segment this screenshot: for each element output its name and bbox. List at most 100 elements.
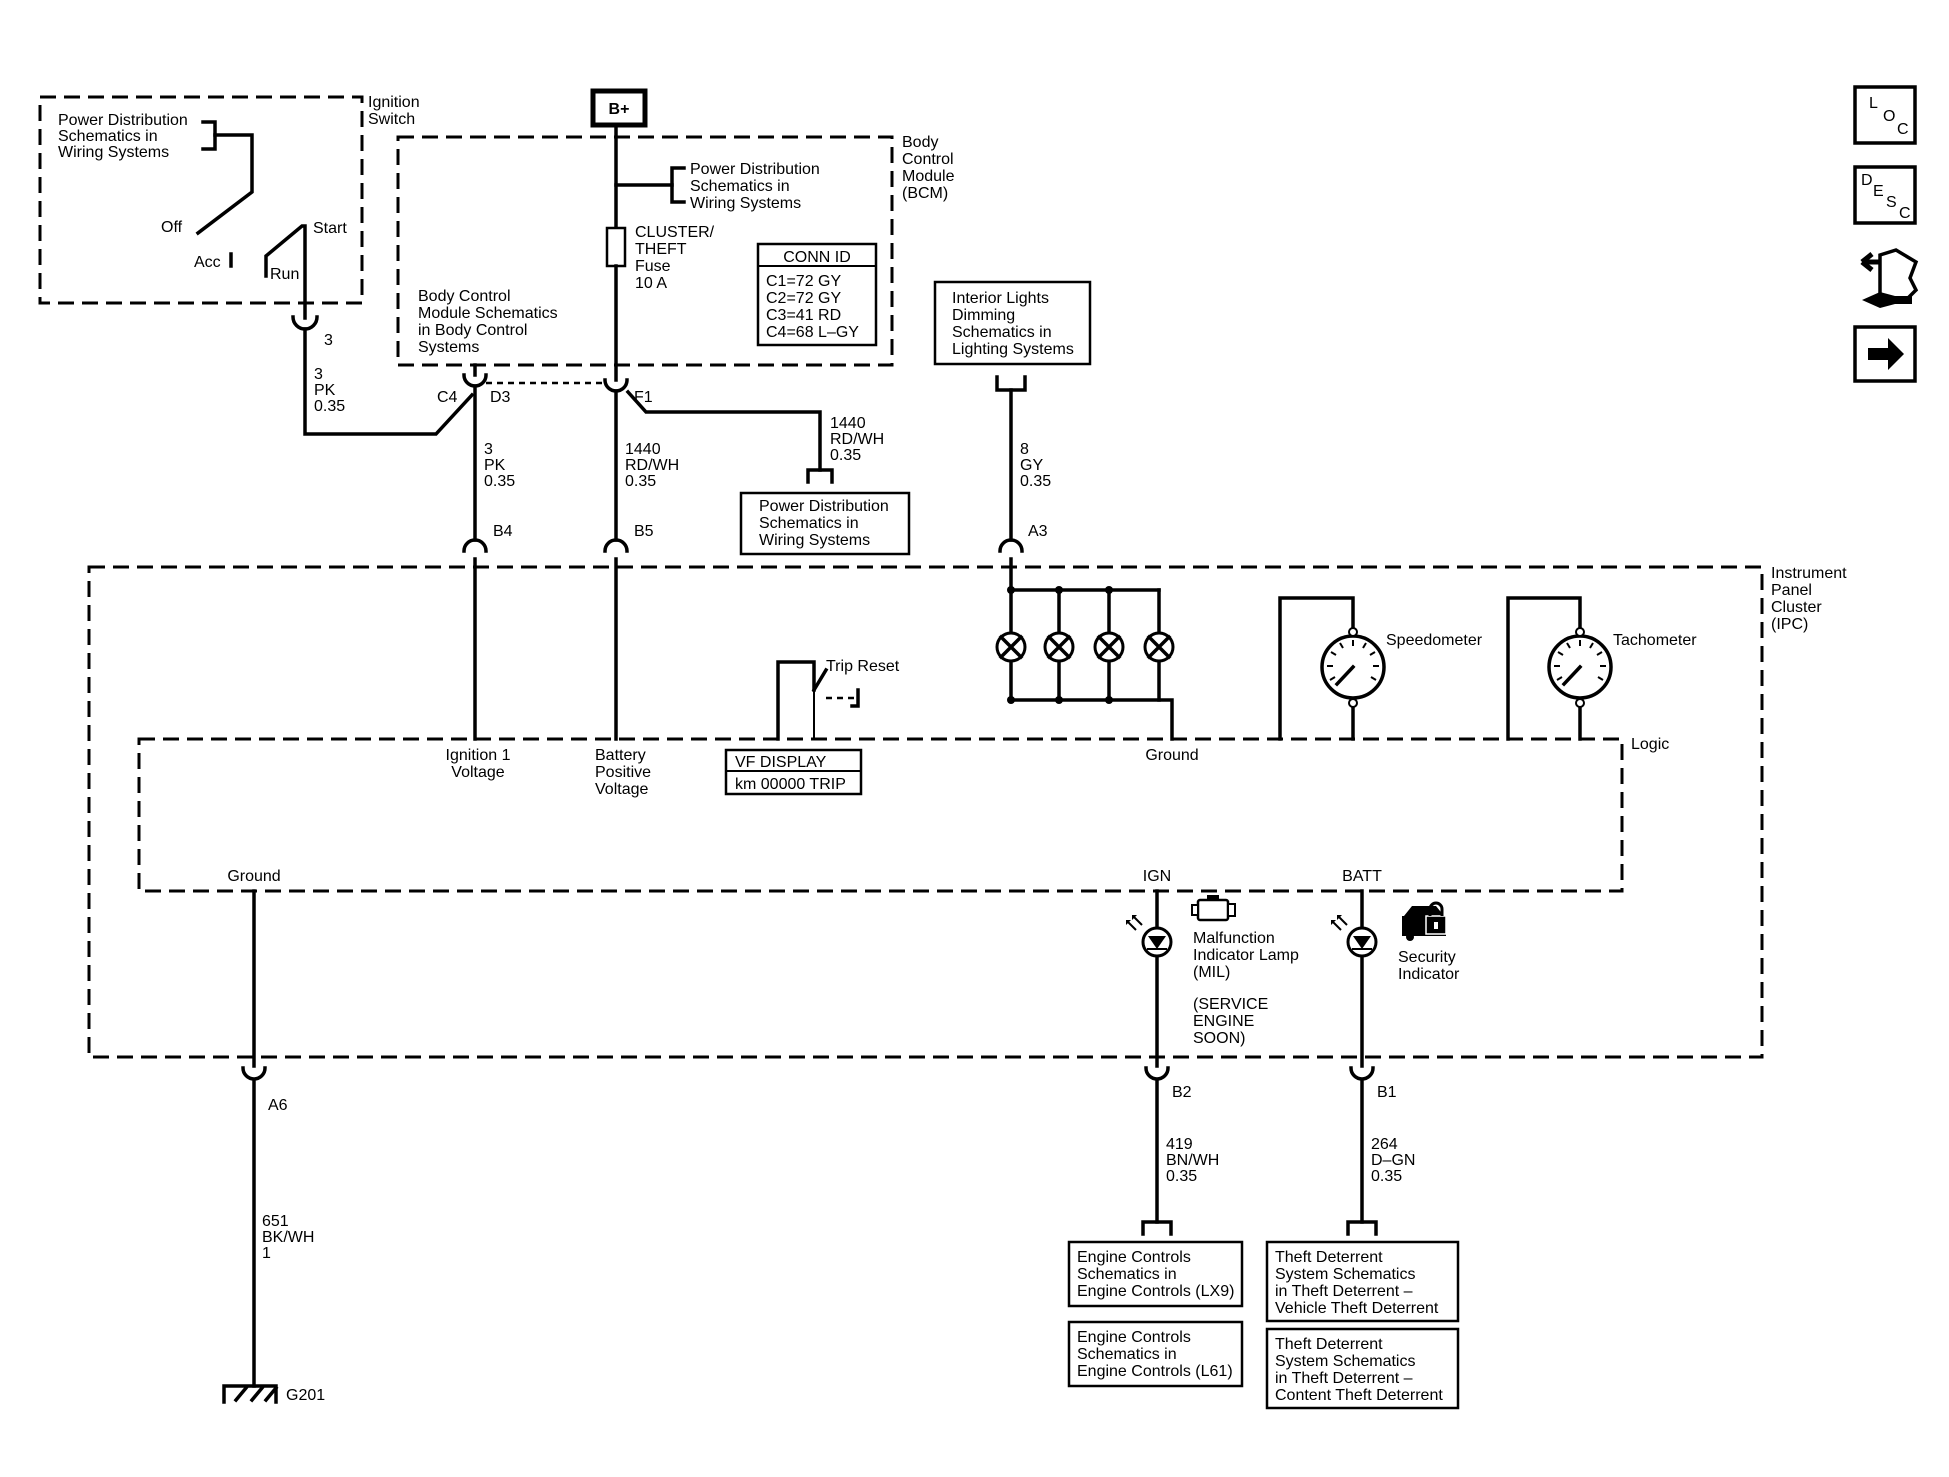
lamp-bank-bottom-bus — [1009, 588, 1174, 741]
fuse-label-1: CLUSTER/ — [635, 224, 715, 241]
battery-positive-label: B+ — [609, 101, 630, 118]
conn-id-box — [756, 242, 878, 347]
security-label-2: Indicator — [1398, 966, 1460, 983]
mil-label-2: Indicator Lamp — [1193, 947, 1299, 964]
ipc-pin-a3: A3 — [1028, 523, 1048, 540]
sec-wire-color: D–GN — [1371, 1152, 1415, 1169]
branch-wire-color: RD/WH — [830, 431, 884, 448]
mil-wire-color: BN/WH — [1166, 1152, 1219, 1169]
engine-ref-box-2 — [1067, 1320, 1244, 1388]
dimming-ref-4: Lighting Systems — [952, 341, 1074, 358]
trip-reset-switch-blade — [811, 667, 829, 693]
lamp-junction-1 — [1055, 586, 1063, 594]
connector-tool-button[interactable] — [1860, 248, 1919, 308]
fuse-label-2: THEFT — [635, 241, 687, 258]
mil-text-3: SOON) — [1193, 1030, 1245, 1047]
trip-reset-label: Trip Reset — [826, 658, 900, 675]
trip-reset-wire — [776, 660, 816, 741]
engine-ref-2-line-1: Engine Controls — [1077, 1329, 1191, 1346]
ipc-outline — [87, 565, 1764, 1059]
ignition-switch-title-1: Ignition — [368, 94, 420, 111]
ipc-title-3: Cluster — [1771, 599, 1822, 616]
branch-wire-circuit: 1440 — [830, 415, 866, 432]
pd-ref2-line-3: Wiring Systems — [759, 532, 870, 549]
loc-button[interactable]: L O C — [1853, 85, 1917, 145]
bcm-batt-wire-circuit: 1440 — [625, 441, 661, 458]
engine-ref-2-line-2: Schematics in — [1077, 1346, 1177, 1363]
ipc-ign-label: IGN — [1143, 868, 1171, 885]
loc-letter-o: O — [1883, 108, 1895, 125]
bcm-title-3: Module — [902, 168, 955, 185]
bcm-schem-ref-1: Body Control — [418, 288, 511, 305]
bcm-outline — [396, 135, 894, 367]
theft-ref-1-line-2: System Schematics — [1275, 1266, 1415, 1283]
ignition-acc-label: Acc — [194, 254, 221, 271]
ipc-connector-b2 — [1144, 1066, 1170, 1081]
tachometer-label: Tachometer — [1613, 632, 1697, 649]
ignition-pd-ref-1: Power Distribution — [58, 112, 188, 129]
bcm-batt-wire-gauge: 0.35 — [625, 473, 656, 490]
ign-wire-circuit: 3 — [314, 366, 323, 383]
battery-positive-box — [590, 88, 648, 128]
next-page-button[interactable] — [1853, 325, 1917, 383]
sec-wire-gauge: 0.35 — [1371, 1168, 1402, 1185]
bcm-title-4: (BCM) — [902, 185, 948, 202]
ipc-ground-label: Ground — [227, 868, 280, 885]
ignition-wire-to-bcm — [303, 327, 475, 436]
dimming-ref-1: Interior Lights — [952, 290, 1049, 307]
ground-wire-color: BK/WH — [262, 1229, 314, 1246]
ignition-switch: Ignition Switch Power Distribution Schem… — [38, 94, 420, 320]
speedometer-wire-top — [1278, 596, 1355, 741]
theft-ref-2-line-1: Theft Deterrent — [1275, 1336, 1383, 1353]
theft-ref-box-1 — [1265, 1240, 1460, 1323]
dimming-wire-circuit: 8 — [1020, 441, 1029, 458]
lamp-bank-top-bus — [1009, 557, 1161, 592]
ipc-pin-b4: B4 — [493, 523, 513, 540]
tachometer-wire-top — [1506, 596, 1582, 741]
ign-wire-color: PK — [314, 382, 336, 399]
trip-reset-button — [850, 688, 860, 708]
bcm-title-2: Control — [902, 151, 954, 168]
ignition-switch-contact — [195, 133, 254, 236]
bcm-ign-wire-color: PK — [484, 457, 506, 474]
ipc-pin-b2: B2 — [1172, 1084, 1192, 1101]
loc-letter-c: C — [1897, 121, 1909, 138]
lamp-junction-2 — [1105, 586, 1113, 594]
sec-wire-circuit: 264 — [1371, 1136, 1398, 1153]
security-label-1: Security — [1398, 949, 1456, 966]
ipc-connector-b4 — [462, 538, 488, 553]
desc-button[interactable]: D E S C — [1853, 165, 1917, 225]
lamp-junction-3 — [1055, 696, 1063, 704]
ipc-title-4: (IPC) — [1771, 616, 1808, 633]
ignition-start-label: Start — [313, 220, 347, 237]
security-car-lock-icon — [1402, 901, 1447, 941]
theft-ref-1-line-4: Vehicle Theft Deterrent — [1275, 1300, 1439, 1317]
ipc-pin-b5: B5 — [634, 523, 654, 540]
engine-ref-1-line-3: Engine Controls (LX9) — [1077, 1283, 1234, 1300]
instrument-panel-cluster: Instrument Panel Cluster (IPC) — [87, 557, 1847, 1068]
dimming-wire-gauge: 0.35 — [1020, 473, 1051, 490]
bcm-schem-ref-4: Systems — [418, 339, 479, 356]
branch-wire-gauge: 0.35 — [830, 447, 861, 464]
loc-letter-l: L — [1869, 95, 1878, 112]
batt-voltage-label-1: Battery — [595, 747, 646, 764]
bcm-batt-wire-color: RD/WH — [625, 457, 679, 474]
desc-icon: D E S C — [1861, 172, 1911, 222]
ipc-title-1: Instrument — [1771, 565, 1847, 582]
vf-display-value: km 00000 TRIP — [735, 776, 846, 793]
next-arrow-icon — [1868, 338, 1904, 370]
fuse-label-4: 10 A — [635, 275, 667, 292]
bcm-pd-ref-2: Schematics in — [690, 178, 790, 195]
lamp-junction-6 — [1007, 696, 1015, 704]
bcm-title-1: Body — [902, 134, 938, 151]
speedometer-label: Speedometer — [1386, 632, 1483, 649]
ipc-connector-b1 — [1349, 1066, 1375, 1081]
bcm-schem-ref-2: Module Schematics — [418, 305, 558, 322]
fuse-label-3: Fuse — [635, 258, 671, 275]
bcm-pd-ref-1: Power Distribution — [690, 161, 820, 178]
bcm-ign-wire-gauge: 0.35 — [484, 473, 515, 490]
ipc-connector-a3 — [998, 538, 1024, 553]
lamp-junction-4 — [1105, 696, 1113, 704]
backlight-lamp-icon — [1043, 631, 1075, 663]
